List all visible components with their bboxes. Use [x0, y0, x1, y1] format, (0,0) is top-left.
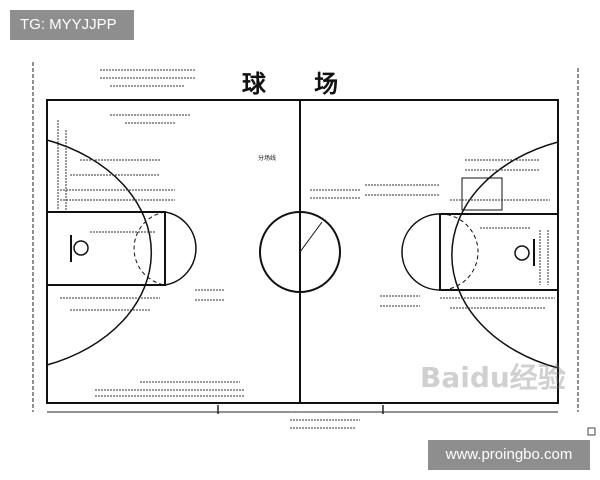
left-restricted-area: [46, 211, 166, 286]
top-left-watermark: TG: MYYJJPP: [10, 10, 134, 40]
left-free-throw-circle-outer: [164, 211, 197, 286]
court-title: 球 场: [241, 69, 359, 98]
right-restricted-area: [439, 213, 559, 291]
centre-radius-pointer: [299, 221, 323, 253]
left-basket: [73, 240, 89, 256]
baidu-watermark: Baidu经验: [420, 361, 566, 394]
bottom-right-watermark: www.proingbo.com: [428, 440, 590, 470]
left-three-point-arc: [46, 139, 152, 366]
centre-circle: [259, 211, 341, 293]
corner-marker: [587, 427, 596, 436]
right-dimension-box: [461, 177, 503, 211]
right-basket: [514, 245, 530, 261]
left-free-throw-circle-inner: [133, 211, 166, 286]
right-free-throw-circle-inner: [439, 213, 479, 291]
illegible-annotations: [57, 69, 555, 429]
right-three-point-arc: [451, 141, 559, 369]
right-free-throw-circle-outer: [401, 213, 441, 291]
centre-line-label: 分场线: [258, 154, 276, 162]
